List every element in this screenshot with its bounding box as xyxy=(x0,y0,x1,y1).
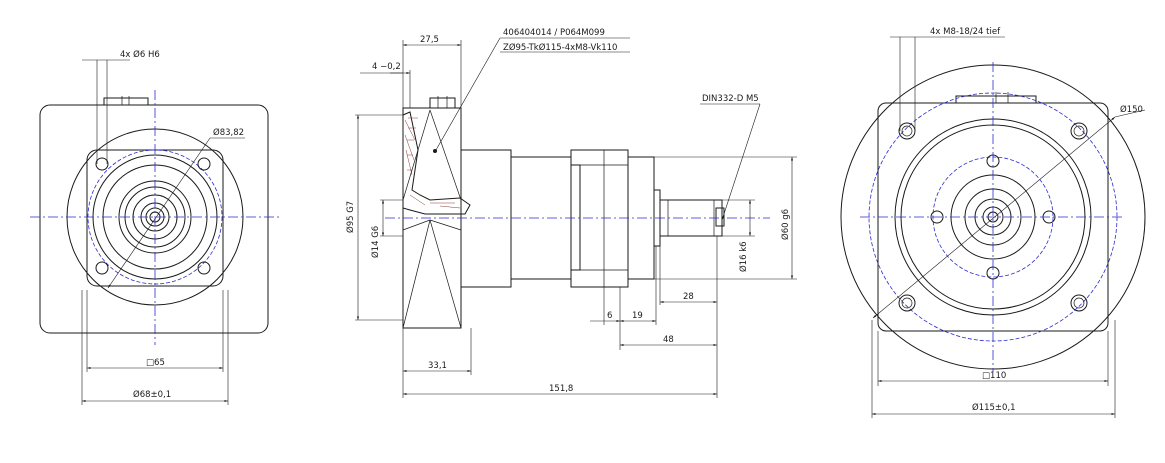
right-thread-bl xyxy=(898,294,916,312)
left-housing-square xyxy=(39,104,269,334)
right-thread-tr xyxy=(1070,122,1088,140)
side-dim-19: 19 xyxy=(632,311,643,321)
side-dim-28: 28 xyxy=(683,292,694,302)
side-flange-spec: ZØ95-TkØ115-4xM8-Vk110 xyxy=(503,42,617,53)
side-output-flange xyxy=(570,149,629,288)
side-dia-16: Ø16 k6 xyxy=(738,241,749,272)
left-hole-br xyxy=(197,261,211,275)
side-dia-95: Ø95 G7 xyxy=(345,201,356,233)
left-hole-tl xyxy=(95,157,109,171)
right-thread-tl xyxy=(898,122,916,140)
side-dim-48: 48 xyxy=(663,335,674,345)
side-dim-4: 4 −0,2 xyxy=(372,62,401,72)
side-dim-151-8: 151,8 xyxy=(549,384,573,394)
side-dia-60: Ø60 g6 xyxy=(780,209,791,240)
left-square-label: □65 xyxy=(146,358,165,368)
right-view: 4x M8-18/24 tief Ø150 □110 Ø115±0,1 xyxy=(840,27,1146,418)
side-part-number: 406404014 / P064M099 xyxy=(503,28,605,38)
side-view: 27,5 4 −0,2 406404014 / P064M099 ZØ95-Tk… xyxy=(345,28,797,398)
left-hole-bl xyxy=(95,261,109,275)
left-pitch-label: Ø83,82 xyxy=(213,127,244,138)
side-dim-27-5: 27,5 xyxy=(420,35,439,45)
left-bore-label: Ø68±0,1 xyxy=(133,389,171,400)
left-hole-tr xyxy=(197,157,211,171)
left-view: 4x Ø6 H6 Ø83,82 □65 Ø68±0,1 xyxy=(30,49,280,405)
left-key-tab xyxy=(103,97,149,106)
side-center-hole: DIN332-D M5 xyxy=(702,94,759,104)
right-outer-label: Ø150 xyxy=(1120,104,1143,115)
side-dim-6: 6 xyxy=(607,311,612,321)
right-square-label: □110 xyxy=(982,371,1006,381)
right-bore-label: Ø115±0,1 xyxy=(972,402,1016,413)
right-thread-br xyxy=(1070,294,1088,312)
side-dia-14: Ø14 G6 xyxy=(370,226,381,258)
left-holes-label: 4x Ø6 H6 xyxy=(120,49,160,60)
side-gear-body xyxy=(460,149,512,288)
right-threads-label: 4x M8-18/24 tief xyxy=(930,27,1001,37)
side-dim-33-1: 33,1 xyxy=(428,361,447,371)
